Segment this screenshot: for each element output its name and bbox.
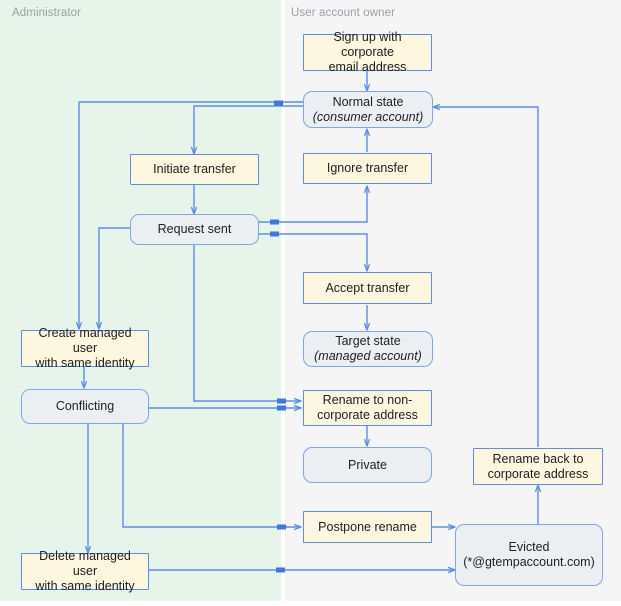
node-rename-non-corporate-line1: Rename to non- — [322, 393, 413, 407]
edge-normal-to-create-managed-user — [79, 101, 303, 329]
node-rename-non-corporate[interactable]: Rename to non- corporate address — [303, 390, 432, 426]
edge-conflicting-to-postpone — [122, 424, 301, 527]
node-delete-managed-user-line2: with same identity — [35, 579, 135, 593]
node-sign-up-line2: email address — [328, 60, 407, 74]
edge-request-sent-to-create-managed-user — [99, 227, 130, 329]
node-rename-non-corporate-line2: corporate address — [317, 408, 418, 422]
node-normal-state[interactable]: Normal state (consumer account) — [303, 91, 433, 128]
node-create-managed-user-line2: with same identity — [35, 356, 135, 370]
node-delete-managed-user[interactable]: Delete managed user with same identity — [21, 549, 149, 593]
node-request-sent[interactable]: Request sent — [130, 214, 259, 245]
edge-junction-marker-postpone — [277, 524, 286, 530]
node-rename-back-line2: corporate address — [487, 466, 589, 481]
node-private-label: Private — [348, 457, 387, 472]
node-request-sent-label: Request sent — [157, 222, 232, 236]
node-delete-managed-user-line1: Delete managed user — [39, 549, 131, 578]
node-accept-transfer[interactable]: Accept transfer — [303, 272, 432, 304]
edge-junction-marker-rename-a — [277, 398, 286, 404]
node-private[interactable]: Private — [303, 447, 432, 483]
node-target-state[interactable]: Target state (managed account) — [303, 331, 433, 367]
node-evicted-line2: (*@gtempaccount.com) — [463, 555, 595, 569]
node-evicted-text: Evicted (*@gtempaccount.com) — [460, 540, 598, 570]
edge-request-sent-to-ignore — [258, 186, 367, 223]
node-sign-up-text: Sign up with corporate email address — [308, 30, 427, 75]
edge-request-sent-to-accept — [258, 233, 367, 271]
node-sign-up-line1: Sign up with corporate — [333, 30, 402, 59]
lane-label-user-account-owner: User account owner — [291, 7, 396, 19]
node-postpone-rename[interactable]: Postpone rename — [303, 511, 432, 543]
node-target-state-text: Target state (managed account) — [308, 334, 428, 364]
node-evicted-line1: Evicted — [508, 540, 550, 554]
edge-request-sent-to-rename-non-corporate — [193, 242, 301, 401]
lane-administrator: Administrator — [0, 0, 281, 601]
edge-junction-marker-request-a — [270, 219, 279, 225]
edge-junction-marker-evicted — [276, 567, 285, 573]
node-rename-back-text: Rename back to corporate address — [478, 452, 598, 482]
node-rename-back[interactable]: Rename back to corporate address — [473, 448, 603, 485]
node-rename-back-line1: Rename back to — [492, 451, 584, 466]
node-accept-transfer-label: Accept transfer — [325, 280, 410, 295]
node-create-managed-user-line1: Create managed user — [38, 326, 132, 355]
edge-junction-marker-request-b — [270, 231, 279, 237]
node-initiate-transfer[interactable]: Initiate transfer — [130, 154, 259, 185]
node-conflicting[interactable]: Conflicting — [21, 389, 149, 424]
node-normal-state-text: Normal state (consumer account) — [308, 95, 428, 125]
edge-junction-marker-normal — [274, 100, 283, 106]
node-evicted[interactable]: Evicted (*@gtempaccount.com) — [455, 524, 603, 586]
node-normal-state-line1: Normal state — [332, 94, 404, 109]
edge-normal-to-initiate — [194, 105, 303, 154]
node-delete-managed-user-text: Delete managed user with same identity — [26, 549, 144, 594]
edge-rename-back-to-normal — [433, 107, 539, 447]
node-target-state-line2: (managed account) — [314, 349, 422, 363]
node-target-state-line1: Target state — [335, 334, 401, 348]
node-normal-state-line2: (consumer account) — [312, 109, 424, 124]
node-sign-up[interactable]: Sign up with corporate email address — [303, 30, 432, 74]
node-create-managed-user[interactable]: Create managed user with same identity — [21, 326, 149, 370]
lane-label-administrator: Administrator — [12, 7, 82, 19]
edge-junction-marker-rename-b — [277, 405, 286, 411]
node-ignore-transfer-label: Ignore transfer — [326, 161, 409, 175]
node-postpone-rename-label: Postpone rename — [318, 519, 417, 534]
node-rename-non-corporate-text: Rename to non- corporate address — [308, 393, 427, 423]
node-initiate-transfer-label: Initiate transfer — [153, 162, 236, 176]
node-create-managed-user-text: Create managed user with same identity — [26, 326, 144, 371]
node-ignore-transfer[interactable]: Ignore transfer — [303, 153, 432, 184]
node-conflicting-label: Conflicting — [55, 399, 115, 413]
